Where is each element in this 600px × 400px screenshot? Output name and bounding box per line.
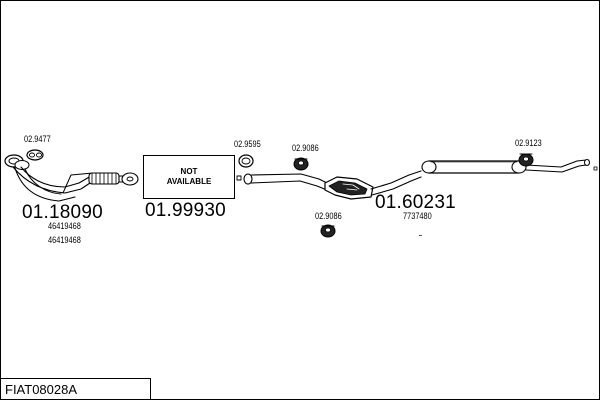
diagram-code: FIAT08028A <box>5 381 78 397</box>
diagram-code-box: FIAT08028A <box>1 378 151 399</box>
accessory-label: 02.9123 <box>515 138 542 148</box>
part-number: 01.60231 <box>375 192 456 213</box>
rubber-mount-02-9123 <box>518 153 534 167</box>
part-number: 01.99930 <box>145 200 226 221</box>
oem-number: 7737480 <box>403 211 432 221</box>
not-available-line1: NOT <box>180 167 198 176</box>
rubber-mount-02-9086-upper <box>293 157 309 171</box>
front-pipe-01-18090 <box>4 154 139 202</box>
oem-number: 46419468 <box>48 221 81 231</box>
gasket-02-9477 <box>26 149 44 161</box>
oem-number: 46419468 <box>48 235 81 245</box>
accessory-label: 02.9086 <box>315 211 342 221</box>
accessory-label: 02.9595 <box>234 139 261 149</box>
part-number: 01.18090 <box>22 202 103 223</box>
gasket-02-9595 <box>238 154 254 168</box>
rubber-mount-02-9086-lower <box>320 224 336 238</box>
dot-mark <box>419 235 422 236</box>
not-available-line2: AVAILABLE <box>166 177 212 186</box>
not-available-box: NOT AVAILABLE <box>143 155 235 199</box>
accessory-label: 02.9086 <box>292 143 319 153</box>
accessory-label: 02.9477 <box>24 134 51 144</box>
